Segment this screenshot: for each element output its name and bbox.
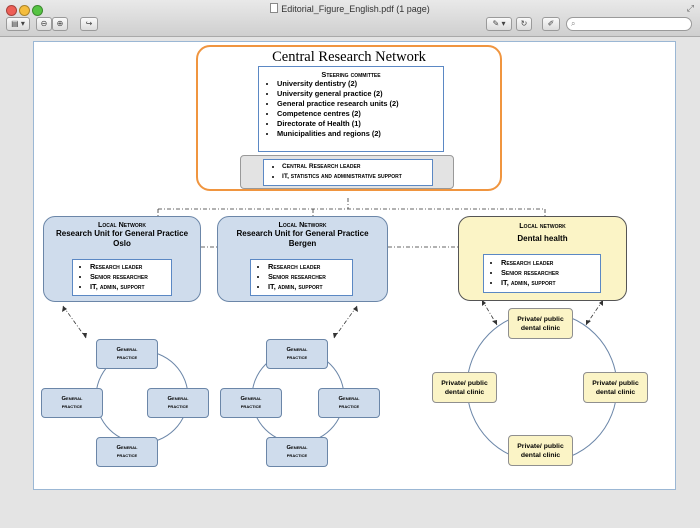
general-practice-box: General practice (266, 339, 328, 369)
local-network-label: Local Network (278, 220, 327, 229)
general-practice-box: General practice (41, 388, 103, 418)
local-network-oslo: Local Network Research Unit for General … (43, 216, 201, 302)
zoom-out-button[interactable]: ⊖ (36, 17, 52, 31)
dc-label-line1: Private/ public (592, 379, 639, 387)
list-item: IT, admin, support (501, 278, 597, 288)
central-support-panel: Central Research leader IT, statistics a… (240, 155, 454, 189)
markup-toolbar-button[interactable]: ✐ (542, 17, 560, 31)
bergen-unit-name: Research Unit for General Practice (236, 229, 369, 238)
central-network-title: Central Research Network (272, 49, 426, 65)
annotate-button[interactable]: ✎ ▾ (486, 17, 512, 31)
list-item: Senior researcher (90, 272, 168, 282)
general-practice-box: General practice (96, 437, 158, 467)
oslo-city-name: Oslo (113, 239, 131, 248)
general-practice-box: General practice (318, 388, 380, 418)
gp-label-line2: practice (61, 404, 83, 410)
gp-label-line1: General (167, 396, 189, 402)
list-item: Competence centres (2) (277, 109, 439, 119)
list-item: IT, admin, support (268, 282, 349, 292)
window-title: Editorial_Figure_English.pdf (1 page) (0, 3, 700, 14)
dental-staff-box: Research leader Senior researcher IT, ad… (483, 254, 601, 293)
minimize-button[interactable] (19, 5, 30, 16)
pdf-document-icon (270, 3, 279, 13)
zoom-in-button[interactable]: ⊕ (52, 17, 68, 31)
list-item: Municipalities and regions (2) (277, 129, 439, 139)
local-network-dental: Local network Dental health Research lea… (458, 216, 627, 301)
dc-label-line2: dental clinic (444, 388, 485, 396)
general-practice-box: General practice (147, 388, 209, 418)
local-network-label: Local network (519, 221, 566, 230)
close-button[interactable] (6, 5, 17, 16)
oslo-staff-list: Research leader Senior researcher IT, ad… (76, 262, 168, 292)
dental-staff-list: Research leader Senior researcher IT, ad… (487, 258, 597, 288)
dc-label-line2: dental clinic (595, 388, 636, 396)
local-network-bergen: Local Network Research Unit for General … (217, 216, 388, 302)
share-button[interactable]: ↪ (80, 17, 98, 31)
bergen-staff-box: Research leader Senior researcher IT, ad… (250, 259, 353, 296)
list-item: Senior researcher (268, 272, 349, 282)
gp-label-line2: practice (286, 453, 308, 459)
gp-label-line2: practice (116, 453, 138, 459)
general-practice-box: General practice (266, 437, 328, 467)
central-support-box: Central Research leader IT, statistics a… (263, 159, 433, 186)
bergen-city-name: Bergen (288, 239, 317, 248)
steering-committee-box: Steering committee University dentistry … (258, 66, 444, 152)
dc-label-line2: dental clinic (520, 324, 561, 332)
gp-label-line2: practice (240, 404, 262, 410)
list-item: University general practice (2) (277, 89, 439, 99)
list-item: Research leader (501, 258, 597, 268)
central-support-list: Central Research leader IT, statistics a… (268, 162, 428, 182)
general-practice-box: General practice (220, 388, 282, 418)
search-input[interactable] (581, 19, 685, 28)
search-field[interactable]: ⌕ (566, 17, 692, 31)
search-icon: ⌕ (571, 19, 576, 28)
gp-label-line1: General (116, 347, 138, 353)
sidebar-toggle-button[interactable]: ▤ ▾ (6, 17, 30, 31)
steering-committee-title: Steering committee (321, 70, 381, 79)
list-item: Research leader (90, 262, 168, 272)
list-item: Directorate of Health (1) (277, 119, 439, 129)
window-title-text: Editorial_Figure_English.pdf (1 page) (281, 4, 430, 14)
gp-label-line1: General (338, 396, 360, 402)
fullscreen-icon[interactable]: ⤢ (686, 3, 694, 13)
zoom-button[interactable] (32, 5, 43, 16)
list-item: IT, admin, support (90, 282, 168, 292)
list-item: General practice research units (2) (277, 99, 439, 109)
oslo-staff-box: Research leader Senior researcher IT, ad… (72, 259, 172, 296)
dc-label-line1: Private/ public (517, 315, 564, 323)
gp-label-line1: General (240, 396, 262, 402)
general-practice-box: General practice (96, 339, 158, 369)
central-research-network: Central Research Network Steering commit… (196, 45, 502, 191)
gp-label-line1: General (61, 396, 83, 402)
gp-label-line2: practice (338, 404, 360, 410)
document-viewport[interactable]: Central Research Network Steering commit… (0, 37, 700, 528)
gp-label-line2: practice (286, 355, 308, 361)
dental-network-name: Dental health (517, 234, 568, 243)
oslo-unit-name: Research Unit for General Practice (55, 229, 189, 238)
gp-label-line1: General (286, 445, 308, 451)
pdf-page: Central Research Network Steering commit… (33, 41, 676, 490)
gp-label-line1: General (286, 347, 308, 353)
list-item: IT, statistics and administrative suppor… (282, 172, 428, 182)
steering-committee-list: University dentistry (2) University gene… (263, 79, 439, 139)
dc-label-line1: Private/ public (517, 442, 564, 450)
list-item: University dentistry (2) (277, 79, 439, 89)
local-network-label: Local Network (98, 220, 146, 229)
bergen-staff-list: Research leader Senior researcher IT, ad… (254, 262, 349, 292)
list-item: Senior researcher (501, 268, 597, 278)
gp-label-line1: General (116, 445, 138, 451)
dc-label-line1: Private/ public (441, 379, 488, 387)
dc-label-line2: dental clinic (520, 451, 561, 459)
gp-label-line2: practice (116, 355, 138, 361)
list-item: Central Research leader (282, 162, 428, 172)
gp-label-line2: practice (167, 404, 189, 410)
rotate-button[interactable]: ↻ (516, 17, 532, 31)
title-bar: Editorial_Figure_English.pdf (1 page) ⤢ … (0, 0, 700, 37)
list-item: Research leader (268, 262, 349, 272)
